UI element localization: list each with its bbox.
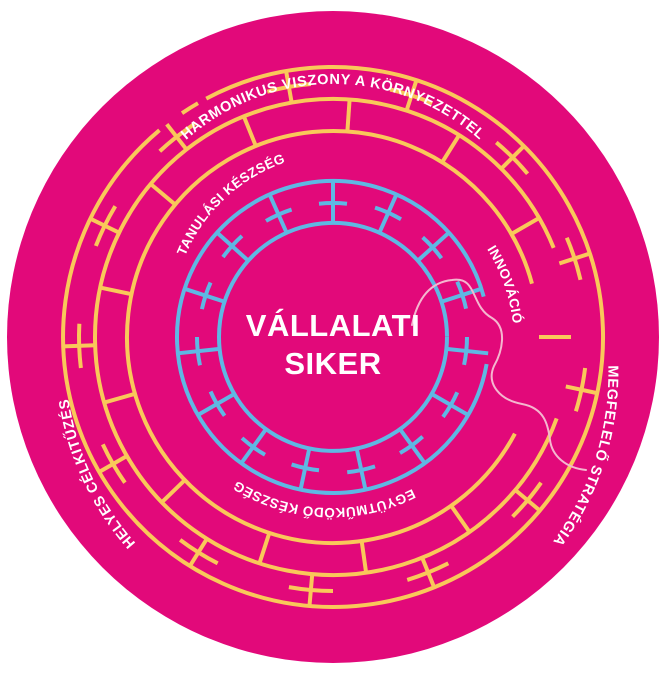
inner-maze-cap	[374, 205, 402, 221]
center-title-line1: VÁLLALATI	[246, 308, 420, 343]
inner-maze-cap	[441, 391, 460, 419]
outer-maze-cap	[494, 140, 530, 176]
inner-maze-cap	[318, 200, 348, 206]
outer-maze-cap	[266, 81, 312, 94]
outer-maze-cap	[406, 561, 450, 582]
outer-maze-spoke	[359, 540, 369, 573]
inner-maze-cap	[455, 280, 468, 310]
outer-maze-spoke	[241, 115, 258, 147]
outer-maze-cap	[178, 538, 219, 566]
outer-maze-wall	[180, 101, 200, 115]
inner-maze-cap	[398, 435, 424, 455]
outer-maze-cap	[511, 481, 543, 519]
outer-maze-spoke	[99, 285, 132, 297]
outer-maze-spoke	[160, 478, 187, 504]
outer-maze-spoke	[257, 532, 272, 564]
center-title-line2: SIKER	[284, 346, 381, 381]
outer-maze-cap	[288, 585, 334, 593]
inner-maze-cap	[221, 234, 244, 259]
outer-maze-spoke	[449, 504, 472, 534]
outer-maze-spoke	[149, 182, 177, 207]
outer-maze-cap	[564, 236, 583, 281]
inner-maze-cap	[290, 462, 320, 473]
outer-maze-spoke	[440, 134, 461, 164]
escape-path-line	[411, 278, 587, 471]
outer-maze-cap	[77, 323, 83, 369]
outer-maze-spoke	[345, 99, 352, 132]
outer-maze-spoke	[510, 216, 541, 236]
inner-maze-cap	[195, 336, 202, 366]
inner-maze-wall	[175, 179, 489, 496]
inner-maze-cap	[346, 464, 376, 475]
inner-maze-cap	[265, 207, 293, 223]
outer-maze-cap	[573, 367, 588, 412]
outer-maze-cap	[100, 443, 127, 484]
outer-maze-cap	[94, 205, 117, 247]
inner-maze-cap	[199, 281, 213, 310]
outer-maze-wall	[125, 129, 534, 545]
outer-maze-wall	[93, 97, 559, 577]
inner-maze-cap	[240, 436, 267, 457]
background-disc	[7, 11, 659, 663]
outer-maze-cap	[389, 87, 434, 106]
inner-maze-wall	[217, 220, 449, 453]
inner-maze-cap	[421, 235, 444, 260]
outer-maze-wall	[61, 65, 605, 609]
inner-maze-cap	[208, 390, 227, 417]
outer-maze-ring	[61, 65, 605, 609]
outer-maze-spoke	[103, 391, 136, 405]
inner-maze-cap	[462, 336, 469, 366]
inner-maze-ring	[175, 179, 489, 496]
outer-maze-cap	[158, 122, 196, 153]
